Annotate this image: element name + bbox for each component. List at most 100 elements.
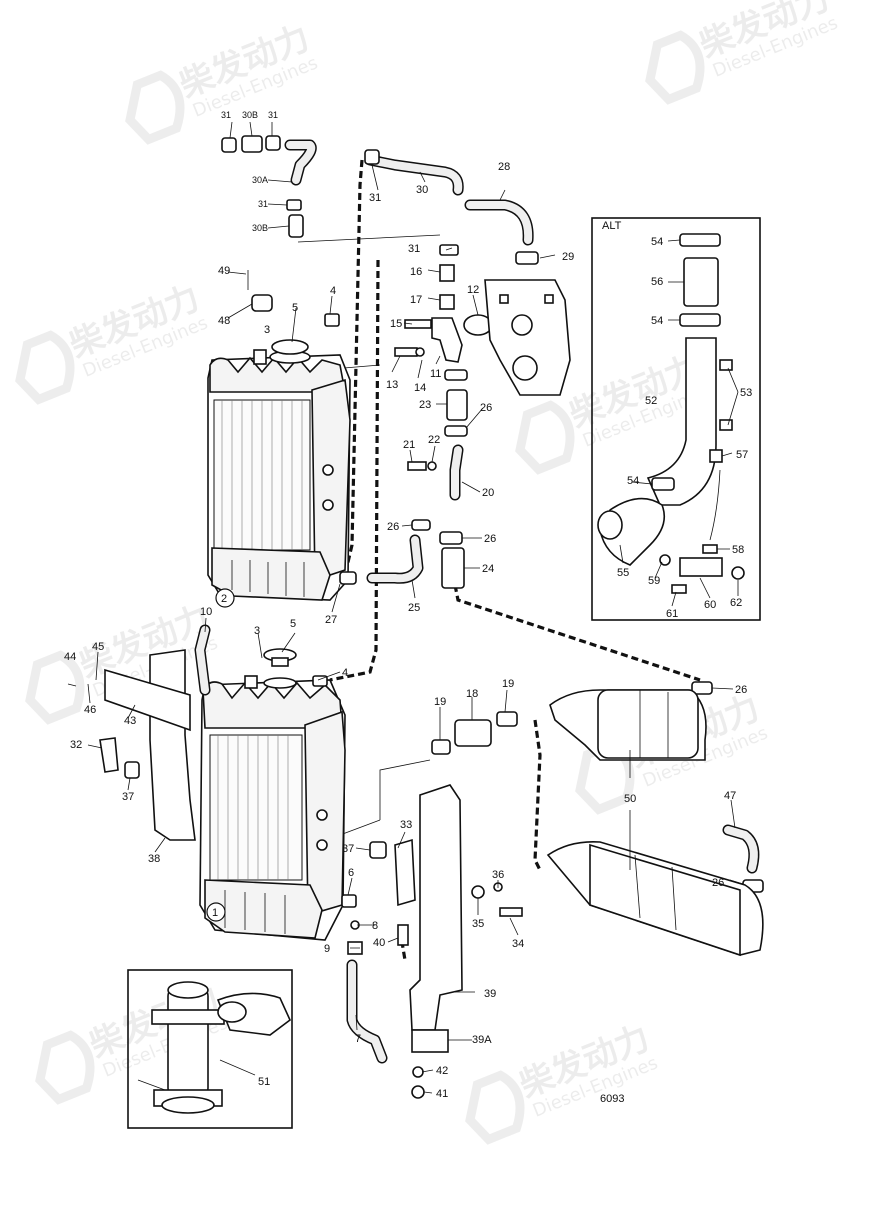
thermostat-housing <box>484 279 571 396</box>
callout-2-circle: 2 <box>215 588 235 608</box>
radiator-fins <box>217 735 289 880</box>
leader-lines <box>67 121 744 1094</box>
callout-54: 54 <box>627 475 639 487</box>
callout-56: 56 <box>651 276 663 288</box>
callout-54: 54 <box>651 236 663 248</box>
upper-radiator <box>207 349 351 601</box>
callout-54: 54 <box>651 315 663 327</box>
callout-37: 37 <box>342 843 354 855</box>
callout-57: 57 <box>736 449 748 461</box>
alt-label: ALT <box>602 220 622 232</box>
callout-6: 6 <box>348 867 354 879</box>
callout-60: 60 <box>704 599 716 611</box>
callout-51: 51 <box>258 1076 270 1088</box>
callout-47: 47 <box>724 790 736 802</box>
callout-30: 30 <box>416 184 428 196</box>
callout-10: 10 <box>200 606 212 618</box>
callout-3: 3 <box>254 625 260 637</box>
callout-43: 43 <box>124 715 136 727</box>
callout-30A: 30A <box>252 175 268 185</box>
callout-9: 9 <box>324 943 330 955</box>
callout-26: 26 <box>480 402 492 414</box>
callout-1-circle: 1 <box>206 902 226 922</box>
callout-3: 3 <box>264 324 270 336</box>
callout-14: 14 <box>414 382 426 394</box>
callout-5: 5 <box>292 302 298 314</box>
callout-58: 58 <box>732 544 744 556</box>
callout-30B: 30B <box>242 110 258 120</box>
watermark-tile: 柴发动力 Diesel-Engines <box>645 0 841 105</box>
callout-39A: 39A <box>472 1034 492 1046</box>
callout-26: 26 <box>735 684 747 696</box>
callout-52: 52 <box>645 395 657 407</box>
callout-15: 15 <box>390 318 402 330</box>
callout-48: 48 <box>218 315 230 327</box>
callout-31: 31 <box>268 110 278 120</box>
callout-26: 26 <box>484 533 496 545</box>
callout-2: 2 <box>221 593 227 605</box>
callout-50: 50 <box>624 793 636 805</box>
callout-32: 32 <box>70 739 82 751</box>
callout-62: 62 <box>730 597 742 609</box>
callout-36: 36 <box>492 869 504 881</box>
callout-34: 34 <box>512 938 524 950</box>
callout-38: 38 <box>148 853 160 865</box>
callout-12: 12 <box>467 284 479 296</box>
callout-1: 1 <box>212 907 218 919</box>
lower-parts <box>99 624 764 1099</box>
callout-19: 19 <box>502 678 514 690</box>
callout-29: 29 <box>562 251 574 263</box>
callout-13: 13 <box>386 379 398 391</box>
callout-17: 17 <box>410 294 422 306</box>
callout-4: 4 <box>342 667 348 679</box>
callout-30B: 30B <box>252 223 268 233</box>
callout-45: 45 <box>92 641 104 653</box>
callout-21: 21 <box>403 439 415 451</box>
callout-31: 31 <box>369 192 381 204</box>
callout-19: 19 <box>434 696 446 708</box>
callout-8: 8 <box>372 920 378 932</box>
callout-7: 7 <box>355 1033 361 1045</box>
radiator-fins <box>221 400 303 550</box>
callout-31: 31 <box>221 110 231 120</box>
watermark-tile: 柴发动力 Diesel-Engines <box>15 278 211 405</box>
callout-37: 37 <box>122 791 134 803</box>
watermark-tile: 柴发动力 Diesel-Engines <box>125 18 321 145</box>
callout-39: 39 <box>484 988 496 1000</box>
callout-41: 41 <box>436 1088 448 1100</box>
callout-55: 55 <box>617 567 629 579</box>
callout-61: 61 <box>666 608 678 620</box>
alt-box <box>591 217 761 621</box>
callout-23: 23 <box>419 399 431 411</box>
callout-31: 31 <box>258 199 268 209</box>
callout-20: 20 <box>482 487 494 499</box>
callout-11: 11 <box>430 368 441 380</box>
drawing-number: 6093 <box>600 1093 624 1105</box>
callout-40: 40 <box>373 937 385 949</box>
callout-25: 25 <box>408 602 420 614</box>
callout-24: 24 <box>482 563 494 575</box>
callout-53: 53 <box>740 387 752 399</box>
callout-42: 42 <box>436 1065 448 1077</box>
callout-28: 28 <box>498 161 510 173</box>
callout-labels: 31 30B 31 30A 31 30B 31 30 28 29 31 16 1… <box>64 110 752 1105</box>
item-51-box <box>127 969 293 1129</box>
callout-26: 26 <box>387 521 399 533</box>
callout-49: 49 <box>218 265 230 277</box>
callout-46: 46 <box>84 704 96 716</box>
lower-radiator <box>199 675 346 941</box>
callout-35: 35 <box>472 918 484 930</box>
callout-33: 33 <box>400 819 412 831</box>
callout-18: 18 <box>466 688 478 700</box>
callout-16: 16 <box>410 266 422 278</box>
callout-4: 4 <box>330 285 336 297</box>
callout-27: 27 <box>325 614 337 626</box>
callout-31: 31 <box>408 243 420 255</box>
callout-59: 59 <box>648 575 660 587</box>
upper-hoses <box>221 135 539 589</box>
callout-44: 44 <box>64 651 76 663</box>
silencers <box>546 689 764 957</box>
callout-5: 5 <box>290 618 296 630</box>
callout-26: 26 <box>712 877 724 889</box>
